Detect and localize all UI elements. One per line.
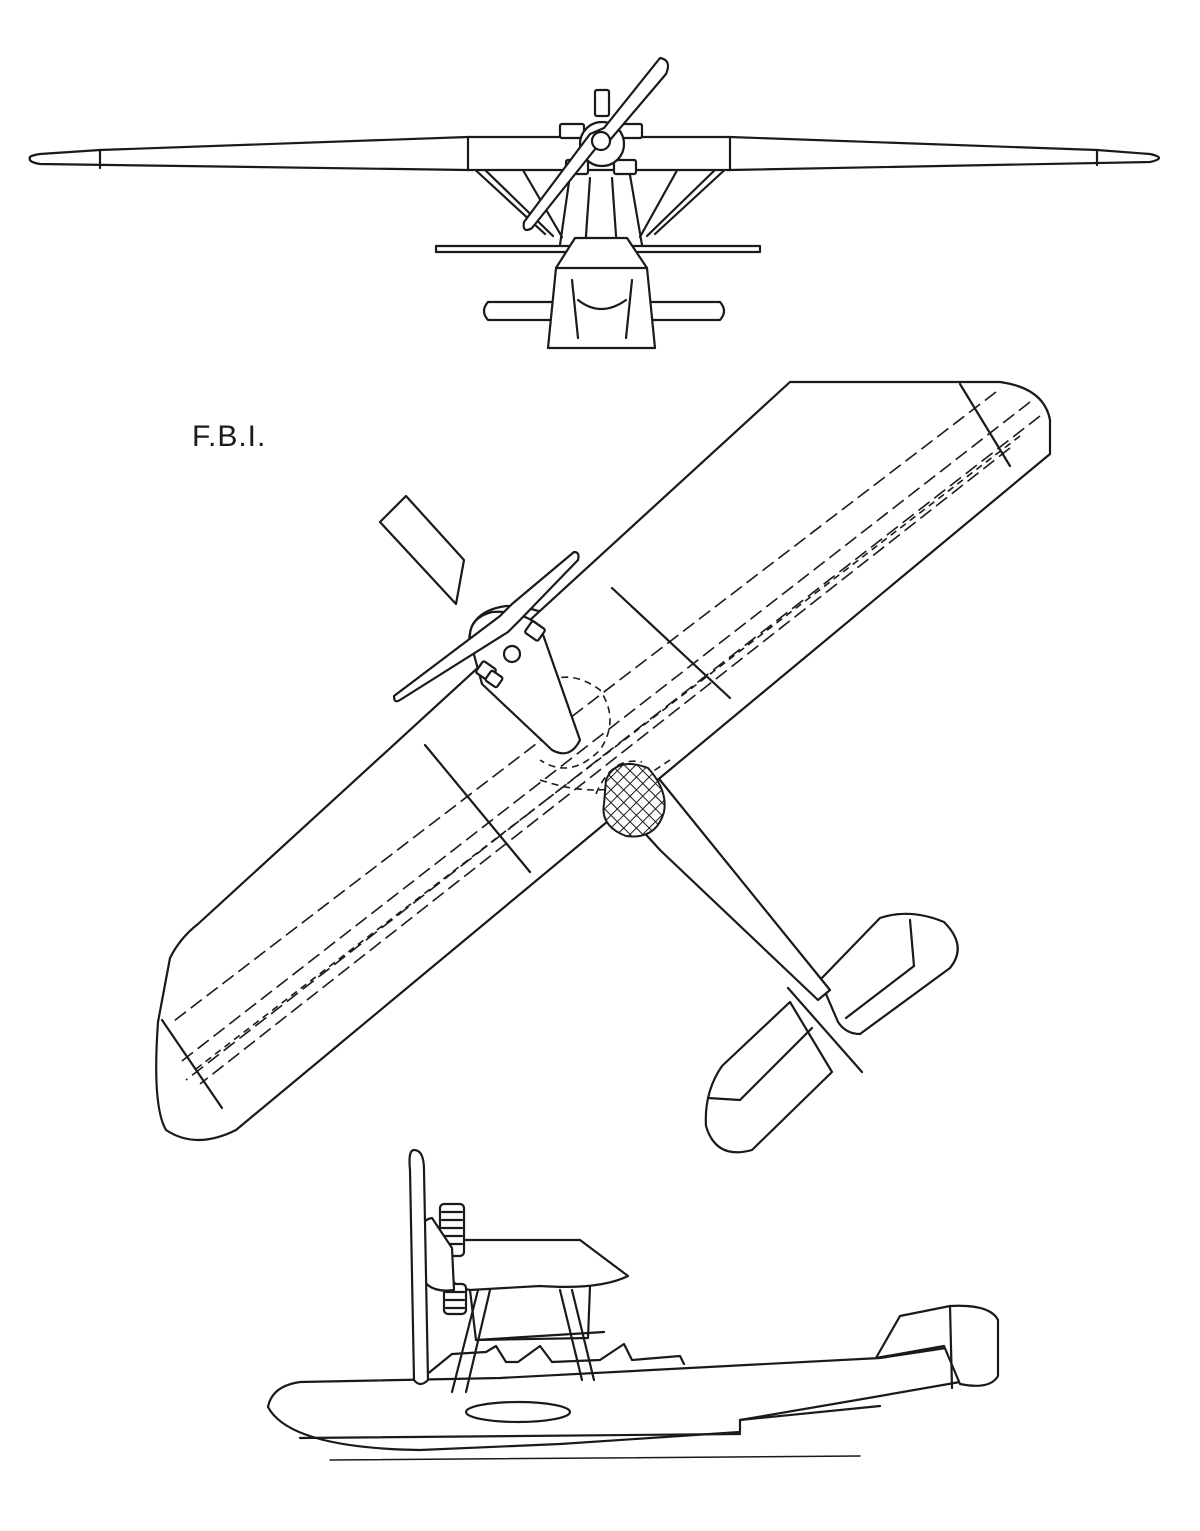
side-propeller: [408, 1148, 430, 1386]
side-tail: [874, 1304, 1000, 1387]
side-hull: [266, 1346, 962, 1452]
side-porthole: [464, 1400, 572, 1424]
side-engine: [418, 1202, 468, 1316]
plan-propeller: [392, 550, 580, 703]
front-sponson: [482, 300, 726, 322]
plan-cockpit: [602, 763, 666, 838]
plan-tailplane-right: [818, 912, 959, 1036]
front-tailplane: [434, 244, 762, 254]
plan-wing: [155, 380, 1052, 1141]
plan-engine-pod: [468, 610, 582, 755]
front-hull: [546, 236, 657, 350]
aircraft-designation: F.B.I.: [192, 420, 267, 453]
plan-cylinders: [475, 620, 546, 689]
front-view: [28, 56, 1161, 350]
plan-fin: [378, 494, 466, 606]
plan-view: [155, 380, 1052, 1154]
plan-tailplane-left: [704, 1000, 834, 1154]
side-view: [266, 1148, 1000, 1461]
